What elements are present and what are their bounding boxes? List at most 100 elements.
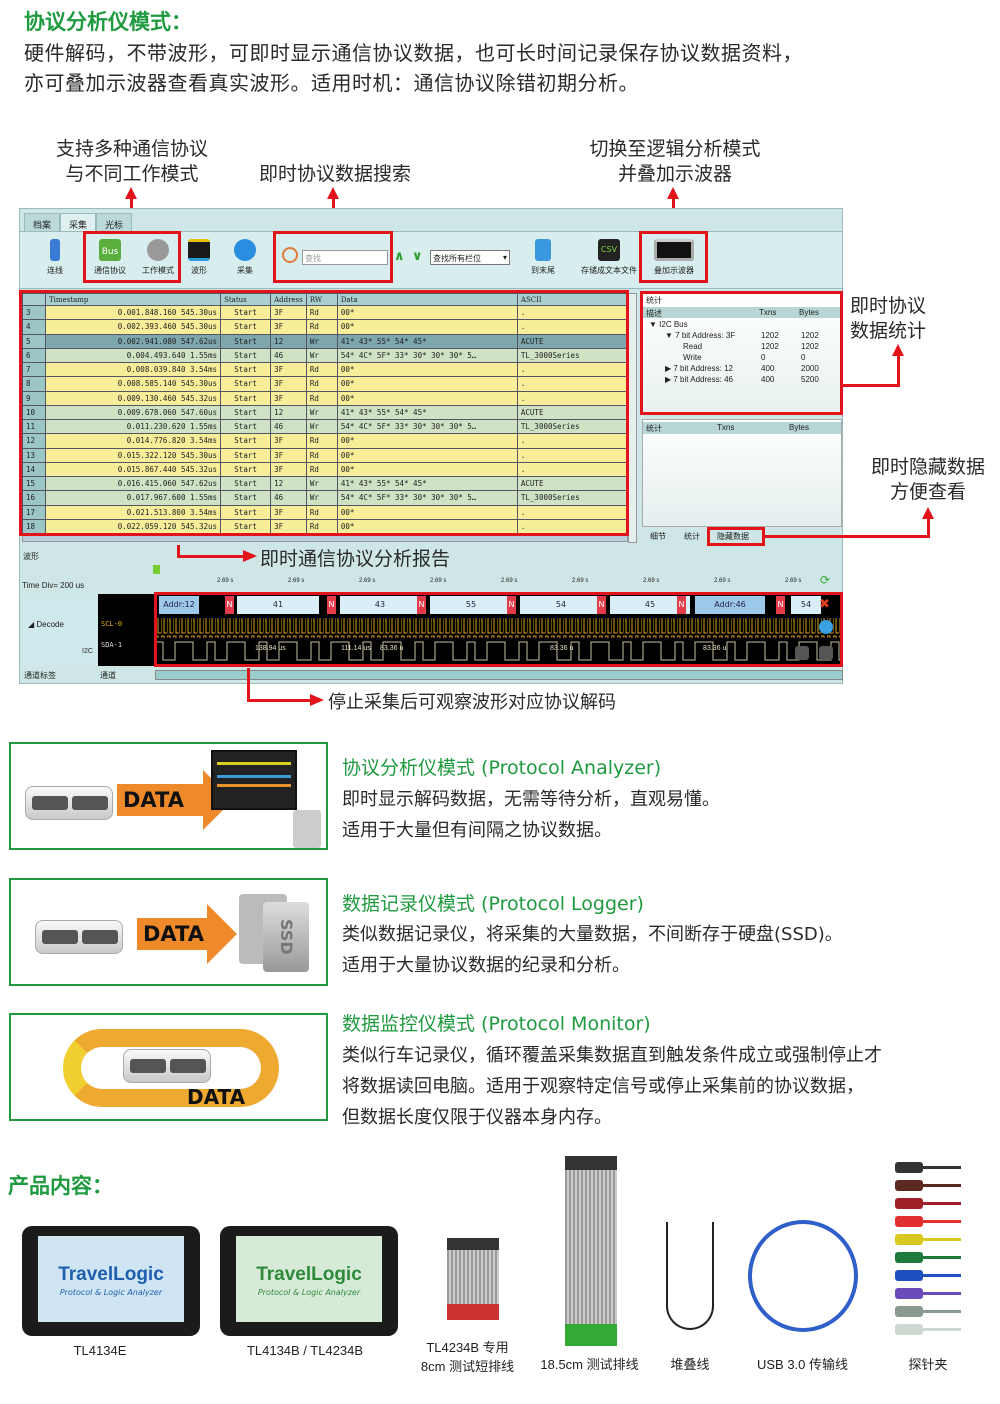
decoded-byte[interactable]: 54 [791,596,821,614]
waveform-button[interactable]: 波形 [186,239,212,276]
nack-marker[interactable]: N [225,596,234,614]
product-label: 探针夹 [908,1357,948,1372]
table-cell: Rd [305,319,338,335]
search-next-icon[interactable]: ∨ [412,249,423,264]
search-scope-select[interactable]: 查找所有栏位▾ [430,250,510,265]
stats-value: 400 [761,375,775,384]
annotation-report: 即时通信协议分析报告 [260,548,451,570]
tab-file[interactable]: 档案 [24,213,61,232]
close-icon[interactable]: ✖ [819,597,830,612]
stats-row-label[interactable]: ▶ 7 bit Address: 46 [665,375,733,384]
table-cell: Wr [305,333,338,349]
tab-capture[interactable]: 采集 [60,213,97,232]
table-cell: 8 [22,376,46,392]
table-scrollbar[interactable] [628,293,637,543]
nack-marker[interactable]: N [327,596,336,614]
stats-row-label[interactable]: Write [683,353,702,362]
column-header[interactable]: Data [336,293,518,306]
decoded-byte[interactable]: 43 [340,596,420,614]
capture-button[interactable]: 采集 [230,239,260,276]
table-cell: Start [220,518,272,535]
column-header[interactable]: ASCII [516,293,629,306]
stats-header: Bytes [799,308,820,317]
table-cell: 46 [270,490,307,506]
zoom-in-icon[interactable] [795,646,809,660]
probe-clip [895,1324,923,1335]
intro-line-1: 硬件解码，不带波形，可即时显示通信协议数据，也可长时间记录保存协议数据资料， [24,41,803,65]
product-label: TL4134B / TL4234B [246,1343,364,1358]
stats-header: Txns [759,308,777,317]
table-cell: 14 [22,461,46,478]
product-label: USB 3.0 传输线 [756,1357,849,1372]
probe-clip [895,1288,923,1299]
tab-hide-data[interactable]: 隐藏数据 [717,532,749,541]
column-header[interactable]: Status [220,293,272,306]
search-prev-icon[interactable]: ∧ [394,249,405,264]
refresh-icon[interactable]: ⟳ [820,573,831,587]
decoded-byte[interactable]: 45 [610,596,690,614]
brand-sub: Protocol & Logic Analyzer [257,1288,361,1297]
time-div: Time Div= 200 us [22,581,85,590]
search-scope-value: 查找所有栏位 [433,254,481,263]
connect-button[interactable]: 连线 [40,239,70,276]
stats-row-label[interactable]: Read [683,342,703,351]
work-mode-button[interactable]: 工作模式 [138,239,178,276]
decoded-byte[interactable]: Addr:46 [695,596,765,614]
probe-clip [895,1252,923,1263]
bus-label: I2C [82,648,93,655]
tab-cursor[interactable]: 光标 [96,213,133,232]
nack-marker[interactable]: N [597,596,606,614]
stats-row-label[interactable]: ▼ 7 bit Address: 3F [665,331,736,340]
zoom-out-icon[interactable] [819,646,833,660]
data-label: DATA [187,1085,246,1109]
mode-desc: 将数据读回电脑。适用于观察特定信号或停止采集前的协议数据， [342,1076,864,1097]
list-icon[interactable] [819,620,833,634]
tool-label: 工作模式 [142,266,174,275]
to-end-button[interactable]: 到末尾 [525,239,561,276]
annotation-multi-protocol: 支持多种通信协议与不同工作模式 [40,137,224,187]
stats-lower-panel: 统计 Txns Bytes [642,419,842,527]
tab-stats[interactable]: 统计 [684,532,700,541]
waveform-scrollbar[interactable] [155,670,843,680]
table-cell: Wr [305,404,338,421]
search-input[interactable]: 查找 [302,250,388,265]
stats-value: 1202 [761,342,779,351]
stats-row-label[interactable]: ▶ 7 bit Address: 12 [665,364,733,373]
decoded-byte[interactable]: Addr:12 [159,596,199,614]
table-cell: Start [220,333,272,349]
annotation-text: 并叠加示波器 [617,163,732,185]
arrow-down-icon [535,239,551,261]
tab-detail[interactable]: 细节 [650,532,666,541]
trigger-marker-icon[interactable] [153,565,160,574]
time-tick-label: 2.69 s [217,578,234,584]
nack-marker[interactable]: N [507,596,516,614]
probe-clip [895,1270,923,1281]
probe-clip [895,1180,923,1191]
ssd-icon: SSD [263,902,309,972]
decoded-byte[interactable]: 41 [237,596,319,614]
nack-marker[interactable]: N [677,596,686,614]
table-cell: 5 [22,333,46,349]
brand-logo: TravelLogic [58,1264,164,1285]
nack-marker[interactable]: N [417,596,426,614]
decoded-byte[interactable]: 55 [430,596,512,614]
time-tick-label: 2.69 s [501,578,518,584]
nack-marker[interactable]: N [776,596,785,614]
mode-desc: 但数据长度仅限于仪器本身内存。 [342,1107,612,1128]
stats-row-label[interactable]: ▼ I2C Bus [649,320,688,329]
decoded-byte[interactable]: 54 [520,596,602,614]
overlay-scope-button[interactable]: 叠加示波器 [648,239,700,276]
decode-label[interactable]: ◢ Decode [28,620,64,629]
